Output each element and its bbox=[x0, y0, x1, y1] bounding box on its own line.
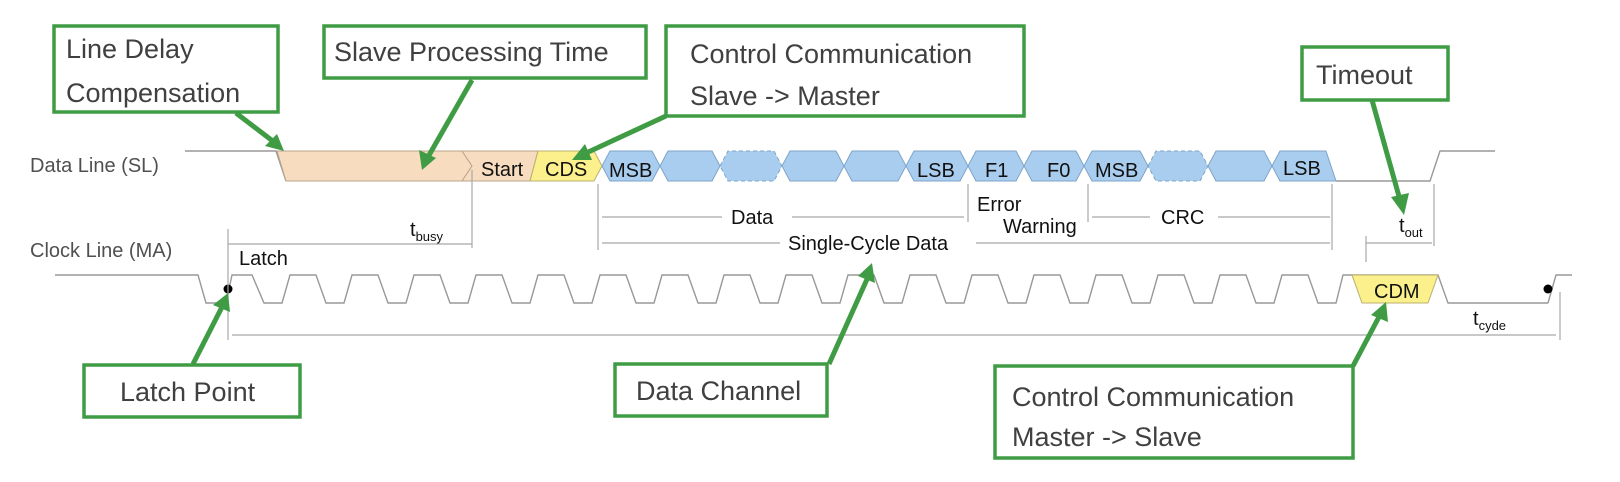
data-line-signal: Data Line (SL) Start CDS MSB LSB F1 bbox=[30, 150, 1495, 182]
callout-slave-processing: Slave Processing Time bbox=[322, 24, 648, 80]
arrow-line-delay bbox=[234, 111, 276, 144]
f0-label: F0 bbox=[1047, 160, 1070, 182]
callout-line-delay: Line Delay Compensation bbox=[52, 24, 280, 114]
callout-control-master-slave: Control Communication Master -> Slave bbox=[993, 364, 1355, 460]
cds-label: CDS bbox=[545, 159, 587, 181]
callout-line1: Control Communication bbox=[690, 39, 972, 69]
callout-line2: Compensation bbox=[66, 78, 240, 108]
single-cycle-data-label: Single-Cycle Data bbox=[788, 233, 949, 255]
cdm-segment bbox=[1351, 274, 1439, 304]
data-bit bbox=[781, 150, 845, 182]
arrow-slave-processing bbox=[425, 78, 475, 159]
callout-box bbox=[82, 363, 302, 419]
callout-line1: Slave Processing Time bbox=[334, 37, 609, 67]
arrow-head bbox=[858, 263, 875, 283]
arrow-control-slave-master bbox=[582, 113, 668, 157]
callout-line2: Slave -> Master bbox=[690, 81, 880, 111]
timing-annotations: Latch tbusy Data Error Warning CRC Singl… bbox=[227, 170, 1561, 340]
lsb1-label: LSB bbox=[917, 160, 955, 182]
clock-line-signal: Clock Line (MA) CDM bbox=[30, 240, 1572, 304]
data-line-idle-start bbox=[185, 150, 287, 182]
callout-box bbox=[1300, 45, 1450, 102]
callout-arrows bbox=[190, 78, 1409, 368]
arrow-head bbox=[1391, 193, 1409, 215]
data-line-label: Data Line (SL) bbox=[30, 155, 159, 177]
latch-dot-end bbox=[1543, 284, 1553, 294]
t-cycle-label: tcyde bbox=[1473, 308, 1506, 333]
arrow-head bbox=[572, 144, 592, 160]
callout-control-slave-master: Control Communication Slave -> Master bbox=[664, 24, 1026, 118]
data-bit bbox=[659, 150, 721, 182]
callout-line1: Line Delay bbox=[66, 34, 194, 64]
callout-box bbox=[664, 24, 1026, 118]
callout-box bbox=[993, 364, 1355, 460]
f1-label: F1 bbox=[985, 160, 1008, 182]
arrow-head bbox=[265, 134, 284, 151]
callout-data-channel: Data Channel bbox=[613, 362, 829, 418]
crc-label: CRC bbox=[1161, 207, 1204, 229]
start-segment bbox=[461, 150, 539, 182]
t-out-label: tout bbox=[1399, 215, 1423, 240]
data-bit bbox=[843, 150, 907, 182]
arrow-control-master-slave bbox=[1350, 313, 1383, 368]
arrow-data-channel bbox=[826, 275, 871, 366]
lsb2-label: LSB bbox=[1283, 158, 1321, 180]
arrow-latch-point bbox=[190, 303, 226, 366]
start-label: Start bbox=[481, 159, 524, 181]
callout-box bbox=[52, 24, 280, 114]
cdm-label: CDM bbox=[1374, 281, 1420, 303]
data-bit bbox=[719, 150, 783, 182]
t-busy-label: tbusy bbox=[410, 219, 444, 244]
callout-line2: Master -> Slave bbox=[1012, 422, 1202, 452]
crc-bit bbox=[1147, 150, 1209, 182]
callout-line1: Control Communication bbox=[1012, 382, 1294, 412]
clock-waveform bbox=[55, 274, 1572, 304]
data-label: Data bbox=[731, 207, 774, 229]
arrow-timeout bbox=[1369, 99, 1403, 201]
callout-box bbox=[613, 362, 829, 418]
callout-timeout: Timeout bbox=[1300, 45, 1450, 102]
msb2-label: MSB bbox=[1095, 160, 1138, 182]
callout-box bbox=[322, 24, 648, 80]
warning-label: Warning bbox=[1003, 216, 1077, 238]
callout-line1: Data Channel bbox=[636, 376, 801, 406]
callout-latch-point: Latch Point bbox=[82, 363, 302, 419]
callout-line1: Latch Point bbox=[120, 377, 256, 407]
arrow-head bbox=[213, 293, 230, 312]
arrow-head bbox=[1371, 302, 1388, 322]
msb1-label: MSB bbox=[609, 160, 652, 182]
crc-bit bbox=[1207, 150, 1273, 182]
data-line-idle-end bbox=[1336, 150, 1495, 182]
clock-line-label: Clock Line (MA) bbox=[30, 240, 172, 262]
data-segments bbox=[601, 150, 1337, 182]
slave-processing-segment bbox=[276, 150, 473, 182]
callout-line1: Timeout bbox=[1316, 60, 1413, 90]
crc-bit-lsb bbox=[1271, 150, 1337, 182]
arrow-head bbox=[419, 150, 436, 170]
error-label: Error bbox=[977, 194, 1022, 216]
latch-label: Latch bbox=[239, 248, 288, 270]
